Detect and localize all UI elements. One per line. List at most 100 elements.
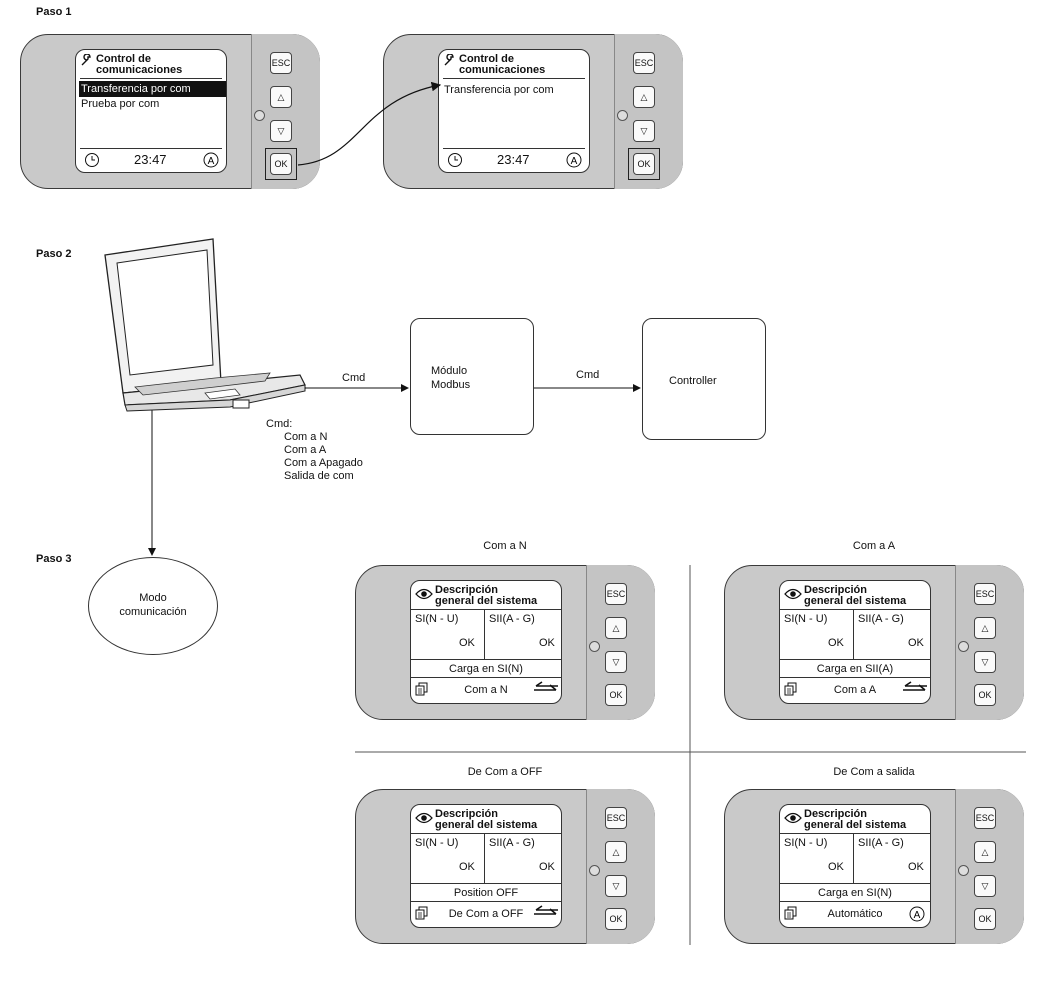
module-label-line1: Módulo — [431, 365, 468, 377]
triangle-up-icon: △ — [981, 622, 989, 633]
ok-button[interactable]: OK — [270, 153, 292, 175]
source-si-label: SI(N - U) — [415, 837, 459, 849]
triangle-up-icon: △ — [277, 91, 285, 102]
eye-icon — [415, 587, 433, 606]
triangle-down-icon: ▽ — [612, 880, 620, 891]
eye-icon — [784, 587, 802, 606]
source-si-label: SI(N - U) — [784, 613, 828, 625]
device-screen: Control de comunicaciones Transferencia … — [75, 49, 227, 173]
up-button[interactable]: △ — [270, 86, 292, 108]
copy-icon — [784, 906, 798, 925]
screen-title-line1: Control de — [459, 53, 514, 65]
device-screen: Descripción general del sistema SI(N - U… — [779, 580, 931, 704]
screen-title-line2: general del sistema — [435, 819, 538, 831]
esc-button[interactable]: ESC — [633, 52, 655, 74]
menu-item-prueba[interactable]: Prueba por com — [81, 98, 160, 110]
down-button[interactable]: ▽ — [270, 120, 292, 142]
source-sii-state: OK — [539, 861, 555, 873]
menu-item-transferencia[interactable]: Transferencia por com — [79, 81, 226, 97]
triangle-down-icon: ▽ — [640, 125, 648, 136]
controller-device: Descripción general del sistema SI(N - U… — [724, 789, 1024, 944]
screen-title-line2: general del sistema — [804, 819, 907, 831]
source-sii-state: OK — [908, 637, 924, 649]
device-screen: Descripción general del sistema SI(N - U… — [779, 804, 931, 928]
laptop-icon — [104, 238, 306, 412]
mode-label-line2: comunicación — [119, 606, 187, 618]
menu-item-transferencia[interactable]: Transferencia por com — [444, 84, 554, 96]
screen-title-line2: general del sistema — [804, 595, 907, 607]
triangle-up-icon: △ — [612, 846, 620, 857]
cmd-list-item: Salida de com — [284, 470, 354, 482]
screen-title-line2: general del sistema — [435, 595, 538, 607]
cmd-list: Cmd: Com a N Com a A Com a Apagado Salid… — [266, 418, 363, 483]
cmd-label-right: Cmd — [576, 369, 600, 381]
svg-text:A: A — [208, 156, 215, 167]
status-led — [589, 641, 600, 652]
ok-button[interactable]: OK — [605, 684, 627, 706]
up-button[interactable]: △ — [633, 86, 655, 108]
operating-mode: Automático — [827, 908, 883, 920]
esc-button[interactable]: ESC — [605, 807, 627, 829]
cmd-label-left: Cmd — [342, 372, 366, 384]
auto-mode-icon: A — [202, 151, 220, 172]
source-si-label: SI(N - U) — [415, 613, 459, 625]
cmd-list-title: Cmd: — [266, 418, 293, 430]
status-led — [958, 865, 969, 876]
up-button[interactable]: △ — [605, 617, 627, 639]
controller-device: Descripción general del sistema SI(N - U… — [355, 789, 655, 944]
screen-title-line1: Descripción — [435, 808, 498, 820]
source-sii-state: OK — [539, 637, 555, 649]
panel-caption: Com a A — [852, 540, 896, 552]
wrench-icon — [443, 53, 456, 72]
operating-mode: Com a A — [833, 684, 877, 696]
clock-icon — [447, 152, 463, 172]
screen-title-line1: Descripción — [804, 808, 867, 820]
source-si-state: OK — [459, 637, 475, 649]
triangle-down-icon: ▽ — [277, 125, 285, 136]
device-screen: Descripción general del sistema SI(N - U… — [410, 804, 562, 928]
operating-mode: De Com a OFF — [448, 908, 524, 920]
cmd-list-item: Com a N — [284, 431, 328, 443]
ok-to-screen-connector — [297, 81, 442, 166]
source-sii-label: SII(A - G) — [489, 837, 535, 849]
svg-text:A: A — [914, 910, 921, 921]
up-button[interactable]: △ — [974, 617, 996, 639]
esc-button[interactable]: ESC — [270, 52, 292, 74]
clock-time: 23:47 — [134, 152, 167, 167]
down-button[interactable]: ▽ — [974, 875, 996, 897]
load-status: Carga en SII(A) — [816, 663, 894, 675]
ok-button[interactable]: OK — [605, 908, 627, 930]
load-status: Carga en SI(N) — [449, 663, 523, 675]
controller-device: Descripción general del sistema SI(N - U… — [724, 565, 1024, 720]
triangle-up-icon: △ — [640, 91, 648, 102]
up-button[interactable]: △ — [605, 841, 627, 863]
esc-button[interactable]: ESC — [974, 583, 996, 605]
source-sii-label: SII(A - G) — [489, 613, 535, 625]
ok-button[interactable]: OK — [974, 684, 996, 706]
ok-button[interactable]: OK — [633, 153, 655, 175]
operating-mode: Com a N — [464, 684, 508, 696]
panel-caption: De Com a OFF — [467, 766, 543, 778]
triangle-down-icon: ▽ — [981, 656, 989, 667]
down-button[interactable]: ▽ — [633, 120, 655, 142]
copy-icon — [415, 682, 429, 701]
down-button[interactable]: ▽ — [605, 651, 627, 673]
load-status: Position OFF — [453, 887, 519, 899]
up-button[interactable]: △ — [974, 841, 996, 863]
transfer-arrows-icon — [902, 681, 928, 700]
down-button[interactable]: ▽ — [605, 875, 627, 897]
source-sii-state: OK — [908, 861, 924, 873]
controller-device-b: Control de comunicaciones Transferencia … — [383, 34, 683, 189]
source-sii-label: SII(A - G) — [858, 613, 904, 625]
mode-label-line1: Modo — [139, 592, 167, 604]
down-button[interactable]: ▽ — [974, 651, 996, 673]
cmd-list-item: Com a Apagado — [284, 457, 363, 469]
esc-button[interactable]: ESC — [605, 583, 627, 605]
controller-device: Descripción general del sistema SI(N - U… — [355, 565, 655, 720]
esc-button[interactable]: ESC — [974, 807, 996, 829]
status-led — [958, 641, 969, 652]
svg-text:A: A — [571, 156, 578, 167]
eye-icon — [784, 811, 802, 830]
clock-icon — [84, 152, 100, 172]
ok-button[interactable]: OK — [974, 908, 996, 930]
